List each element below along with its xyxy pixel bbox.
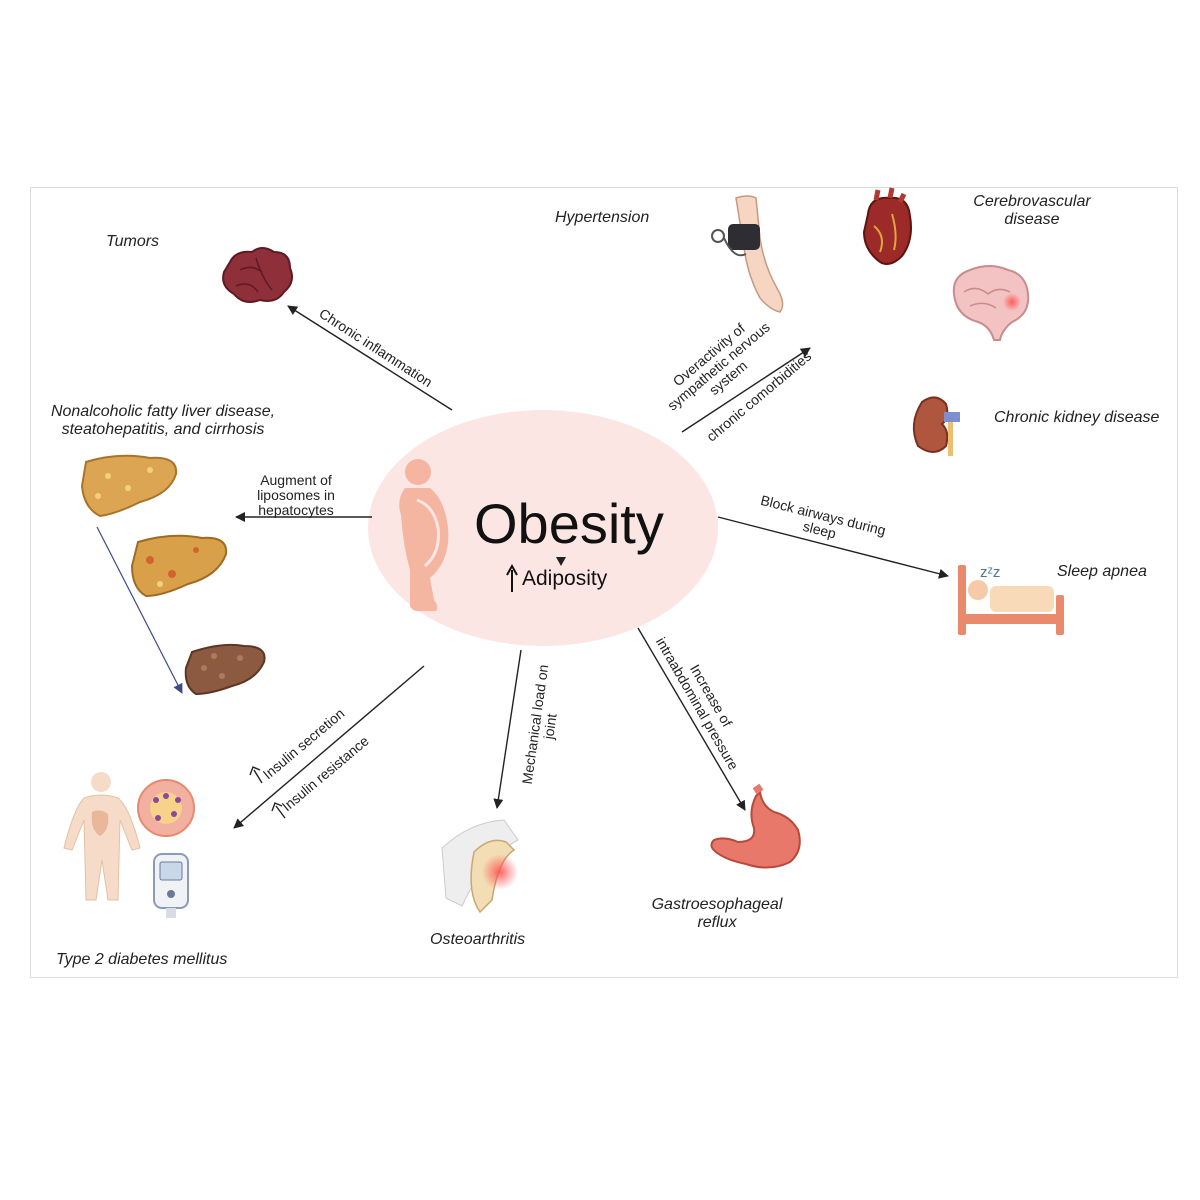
bed-icon xyxy=(958,565,1064,635)
arrow-liver-progression xyxy=(96,526,183,694)
svg-text:hepatocytes: hepatocytes xyxy=(258,502,334,518)
svg-text:joint: joint xyxy=(540,712,560,741)
kidney-icon xyxy=(912,396,960,456)
pancreatic-islet-icon xyxy=(137,779,195,837)
label-nafld-1: Nonalcoholic fatty liver disease, xyxy=(51,403,275,420)
steatohepatitis-liver-icon xyxy=(130,534,228,598)
center-ellipse xyxy=(368,410,718,646)
svg-text:liposomes in: liposomes in xyxy=(257,487,335,503)
label-cerebrovascular-1: Cerebrovascular xyxy=(973,193,1091,210)
svg-text:sleep: sleep xyxy=(801,518,838,542)
label-osteoarthritis: Osteoarthritis xyxy=(430,931,525,948)
label-gerd-2: reflux xyxy=(697,914,737,931)
label-liposomes: Augment of liposomes in hepatocytes xyxy=(257,472,335,518)
label-chronic-inflammation: Chronic inflammation xyxy=(316,305,435,390)
heart-icon xyxy=(862,187,912,265)
label-gerd-1: Gastroesophageal xyxy=(652,896,783,913)
triangle-down-icon xyxy=(556,557,566,566)
up-arrow-icon xyxy=(249,766,263,784)
label-nafld-2: steatohepatitis, and cirrhosis xyxy=(62,421,265,438)
arrow-tumors xyxy=(287,305,453,411)
arrows xyxy=(233,305,949,829)
label-tumors: Tumors xyxy=(106,233,159,250)
center-title: Obesity xyxy=(474,492,664,555)
label-pressure: Increase of intraabdominal pressure xyxy=(653,634,742,772)
stomach-icon xyxy=(710,783,801,869)
svg-text:intraabdominal pressure: intraabdominal pressure xyxy=(653,634,742,772)
up-arrow-icon xyxy=(506,563,518,592)
tumor-icon xyxy=(222,247,293,303)
human-body-icon xyxy=(63,772,141,901)
glucometer-icon xyxy=(153,853,189,918)
arrow-gerd xyxy=(637,627,746,811)
blood-pressure-cuff-icon xyxy=(711,195,784,313)
obese-figure-icon xyxy=(399,459,449,611)
label-t2dm: Type 2 diabetes mellitus xyxy=(56,951,227,968)
brain-icon xyxy=(952,265,1030,341)
svg-text:Augment of: Augment of xyxy=(260,472,332,488)
label-cerebrovascular-2: disease xyxy=(1004,211,1059,228)
fatty-liver-icon xyxy=(80,454,178,518)
arrow-diabetes xyxy=(233,665,425,829)
cirrhosis-liver-icon xyxy=(184,643,266,696)
arrow-hypertension xyxy=(681,347,811,433)
label-ckd: Chronic kidney disease xyxy=(994,409,1160,426)
up-arrow-icon xyxy=(271,802,286,819)
label-hypertension: Hypertension xyxy=(555,209,649,226)
arrow-oa xyxy=(493,649,522,809)
center-subtitle: Adiposity xyxy=(522,567,608,590)
label-sleep-apnea: Sleep apnea xyxy=(1057,563,1147,580)
zzz-sleep-icon: zᶻz xyxy=(980,564,1000,581)
arrow-sleep xyxy=(717,516,949,579)
knee-joint-icon xyxy=(441,819,519,914)
label-mechanical: Mechanical load on joint xyxy=(519,663,560,785)
